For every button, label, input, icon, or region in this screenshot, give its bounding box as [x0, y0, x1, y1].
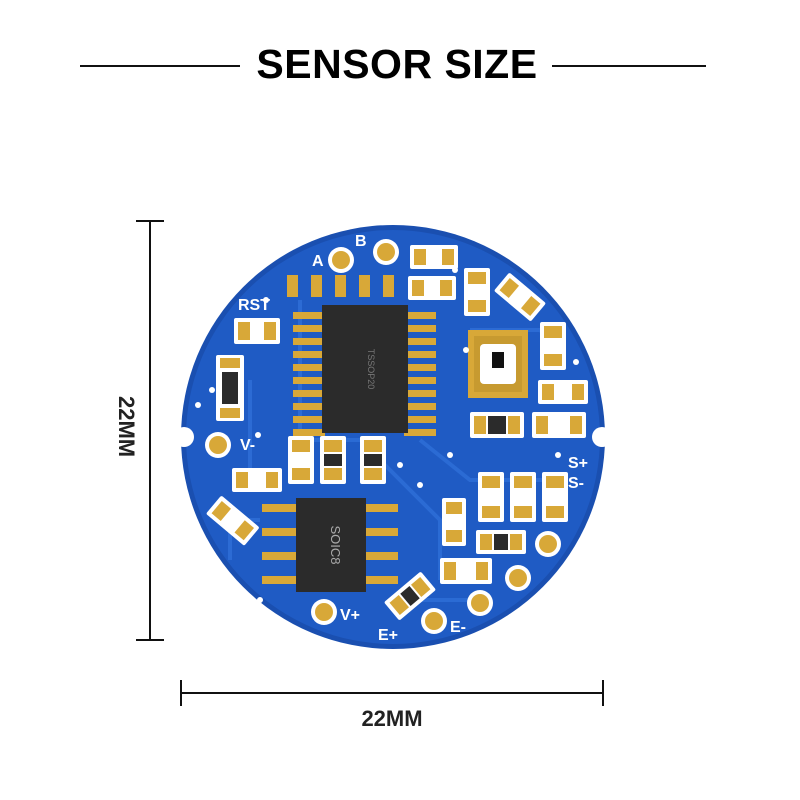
- main-chip: TSSOP20: [293, 305, 436, 436]
- pad-label-e-plus: E+: [378, 627, 398, 644]
- through-hole-pads: [195, 239, 579, 634]
- title-rule-right: [552, 65, 706, 67]
- pad-label-e-minus: E-: [450, 619, 466, 636]
- soic-chip-label: SOIC8: [328, 525, 343, 564]
- main-chip-label: TSSOP20: [366, 349, 376, 390]
- soic-chip: SOIC8: [262, 498, 398, 592]
- title-rule-left: [80, 65, 240, 67]
- pad-label-a: A: [312, 253, 324, 270]
- pad-label-b: B: [355, 233, 367, 250]
- pad-label-v-plus: V+: [340, 607, 360, 624]
- smd-components: [206, 245, 588, 620]
- page-title: SENSOR SIZE: [256, 41, 538, 87]
- pressure-sensor-package: [468, 330, 528, 398]
- width-label: 22MM: [361, 706, 423, 731]
- height-dimension: [136, 220, 164, 641]
- width-dimension: [180, 680, 604, 706]
- height-label: 22MM: [114, 396, 139, 458]
- header-pads: [287, 275, 394, 297]
- silkscreen-labels: A B RST V- S+ S- V+ E+ E-: [238, 233, 588, 644]
- pad-label-s-plus: S+: [568, 455, 588, 472]
- pad-label-s-minus: S-: [568, 475, 584, 492]
- header: SENSOR SIZE: [0, 36, 800, 92]
- pad-label-rst: RST: [238, 297, 270, 314]
- pad-label-v-minus: V-: [240, 437, 255, 454]
